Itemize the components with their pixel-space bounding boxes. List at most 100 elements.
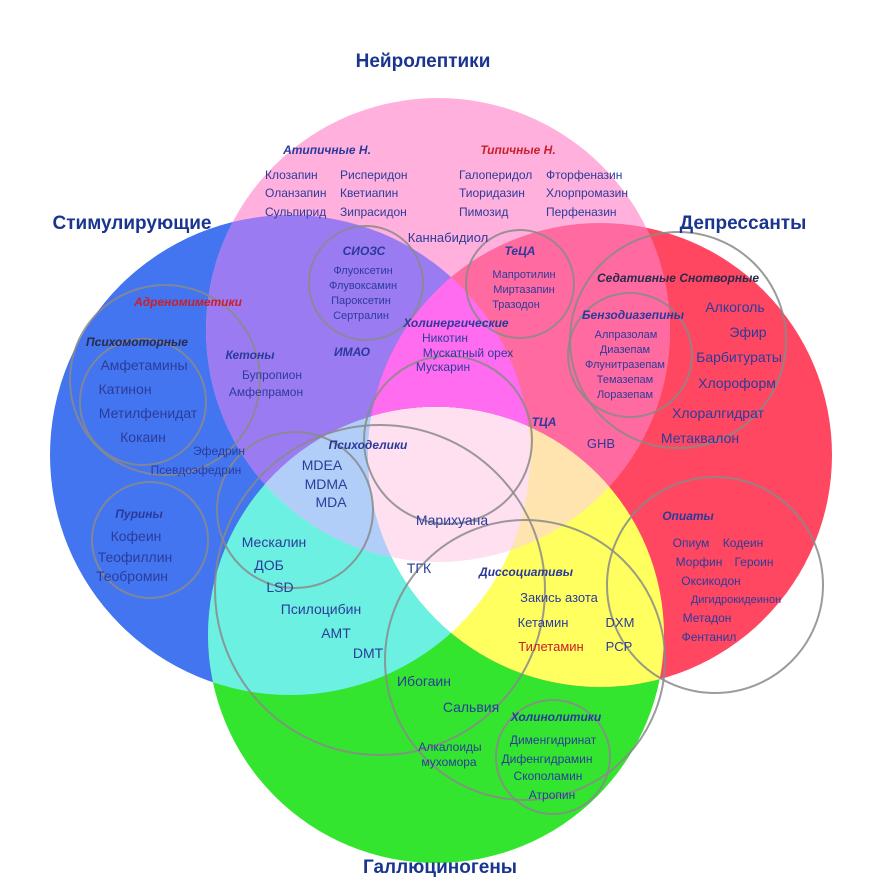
- item: Теофиллин: [98, 549, 173, 565]
- item: Катинон: [98, 381, 151, 397]
- item: Тиоридазин: [459, 186, 525, 200]
- title-stimulants: Стимулирующие: [52, 213, 211, 234]
- item: Клозапин: [265, 168, 318, 182]
- item: Хлорпромазин: [546, 186, 628, 200]
- item: DMT: [353, 645, 384, 661]
- item: Героин: [734, 555, 773, 569]
- item: Алпразолам: [595, 329, 658, 341]
- label-purines: Пурины: [115, 507, 163, 521]
- item: Мускарин: [416, 360, 470, 374]
- label-tca-top: ТеЦА: [505, 244, 536, 258]
- item: Опиум: [673, 536, 710, 550]
- item: Морфин: [676, 555, 723, 569]
- item: Эфедрин: [193, 444, 245, 458]
- label-ssri: СИОЗС: [343, 244, 386, 258]
- title-hallucinogens: Галлюциногены: [363, 857, 517, 878]
- dissociatives-items: Закись азота Кетамин DXM Тилетамин PCP: [518, 590, 635, 654]
- tca-top-items: Мапротилин Миртазапин Тразодон: [492, 269, 555, 311]
- item: Мускатный орех: [423, 346, 513, 360]
- item: Скополамин: [514, 769, 583, 783]
- item-marijuana: Марихуана: [416, 512, 489, 528]
- mdma-items: MDEA MDMA MDA: [302, 457, 348, 510]
- item: Кветиапин: [340, 186, 398, 200]
- item: Барбитураты: [696, 349, 782, 365]
- item: Дигидрокидеинон: [691, 594, 781, 606]
- item: Амфетамины: [100, 357, 187, 373]
- label-sedatives: Седативные Снотворные: [597, 271, 759, 285]
- anticholinergics-items: Дименгидринат Дифенгидрамин Скополамин А…: [501, 733, 596, 802]
- item: Зипрасидон: [340, 205, 407, 219]
- item: Рисперидон: [340, 168, 408, 182]
- item: Флувоксамин: [329, 280, 397, 292]
- item: Фентанил: [682, 630, 737, 644]
- item: Бупропион: [242, 368, 302, 382]
- item: Метадон: [683, 611, 732, 625]
- item: Оланзапин: [265, 186, 327, 200]
- item: DXM: [606, 615, 635, 630]
- sedatives-items: Алкоголь Эфир Барбитураты Хлороформ Хлор…: [661, 299, 782, 446]
- item: Хлороформ: [698, 375, 776, 391]
- adreno-other-items: Эфедрин Псевдоэфедрин: [151, 444, 245, 477]
- label-cholinergic: Холинергические: [402, 316, 509, 330]
- item: Кокаин: [120, 429, 166, 445]
- item: MDA: [315, 494, 347, 510]
- item: Атропин: [529, 788, 575, 802]
- item: Перфеназин: [546, 205, 617, 219]
- item: MDEA: [302, 457, 343, 473]
- item: Кетамин: [518, 615, 569, 630]
- item-cannabidiol: Каннабидиол: [408, 230, 488, 245]
- item: Мапротилин: [492, 269, 555, 281]
- label-typical: Типичные Н.: [480, 143, 555, 157]
- item: Эфир: [729, 324, 766, 340]
- item: Псевдоэфедрин: [151, 463, 242, 477]
- label-dissociatives: Диссоциативы: [478, 565, 574, 579]
- item: Кофеин: [111, 528, 162, 544]
- item: Дифенгидрамин: [501, 752, 592, 766]
- item: мухомора: [421, 755, 477, 769]
- item: Амфепрамон: [229, 385, 303, 399]
- item: Диазепам: [600, 344, 650, 356]
- amanita-items: Алкалоиды мухомора: [418, 740, 481, 769]
- item: Метилфенидат: [99, 405, 198, 421]
- item: PCP: [606, 639, 633, 654]
- item: Фторфеназин: [546, 168, 622, 182]
- item: Алкоголь: [705, 299, 764, 315]
- item: Флуоксетин: [333, 265, 392, 277]
- item: Хлоралгидрат: [672, 405, 765, 421]
- item: Миртазапин: [493, 284, 554, 296]
- label-anticholinergics: Холинолитики: [510, 710, 602, 724]
- cholinergic-items: Никотин Мускатный орех Мускарин: [416, 331, 513, 374]
- item: Лоразепам: [597, 389, 653, 401]
- item: Закись азота: [520, 590, 599, 605]
- label-tca-mid: ТЦА: [532, 415, 557, 429]
- overlap-halluc-stim-depr: [368, 407, 530, 687]
- label-adrenomimetics: Адреномиметики: [133, 295, 243, 309]
- item: Галоперидол: [459, 168, 532, 182]
- ketones-items: Бупропион Амфепрамон: [229, 368, 303, 399]
- item: Теобромин: [96, 568, 168, 584]
- item: LSD: [266, 579, 293, 595]
- item: Пимозид: [459, 205, 508, 219]
- item: Дименгидринат: [510, 733, 597, 747]
- title-neuroleptics: Нейролептики: [356, 51, 491, 72]
- item-salvia: Сальвия: [443, 699, 499, 715]
- item: АМТ: [321, 625, 351, 641]
- ssri-items: Флуоксетин Флувоксамин Пароксетин Сертра…: [329, 265, 397, 322]
- label-ketones: Кетоны: [226, 348, 276, 362]
- item: Сульпирид: [265, 205, 326, 219]
- item: MDMA: [305, 476, 348, 492]
- atypical-items: Клозапин Рисперидон Оланзапин Кветиапин …: [265, 168, 408, 219]
- item: Сертралин: [333, 310, 389, 322]
- purines-items: Кофеин Теофиллин Теобромин: [96, 528, 172, 584]
- benzodiazepines-items: Алпразолам Диазепам Флунитразепам Темазе…: [585, 329, 665, 401]
- label-benzodiazepines: Бензодиазепины: [582, 308, 685, 322]
- item: Флунитразепам: [585, 359, 665, 371]
- label-atypical: Атипичные Н.: [282, 143, 371, 157]
- item-ibogaine: Ибогаин: [397, 673, 451, 689]
- label-psychedelics: Психоделики: [329, 438, 408, 452]
- title-depressants: Депрессанты: [680, 213, 807, 234]
- item: Темазепам: [597, 374, 653, 386]
- typical-items: Галоперидол Фторфеназин Тиоридазин Хлорп…: [459, 168, 628, 219]
- item: Никотин: [422, 331, 468, 345]
